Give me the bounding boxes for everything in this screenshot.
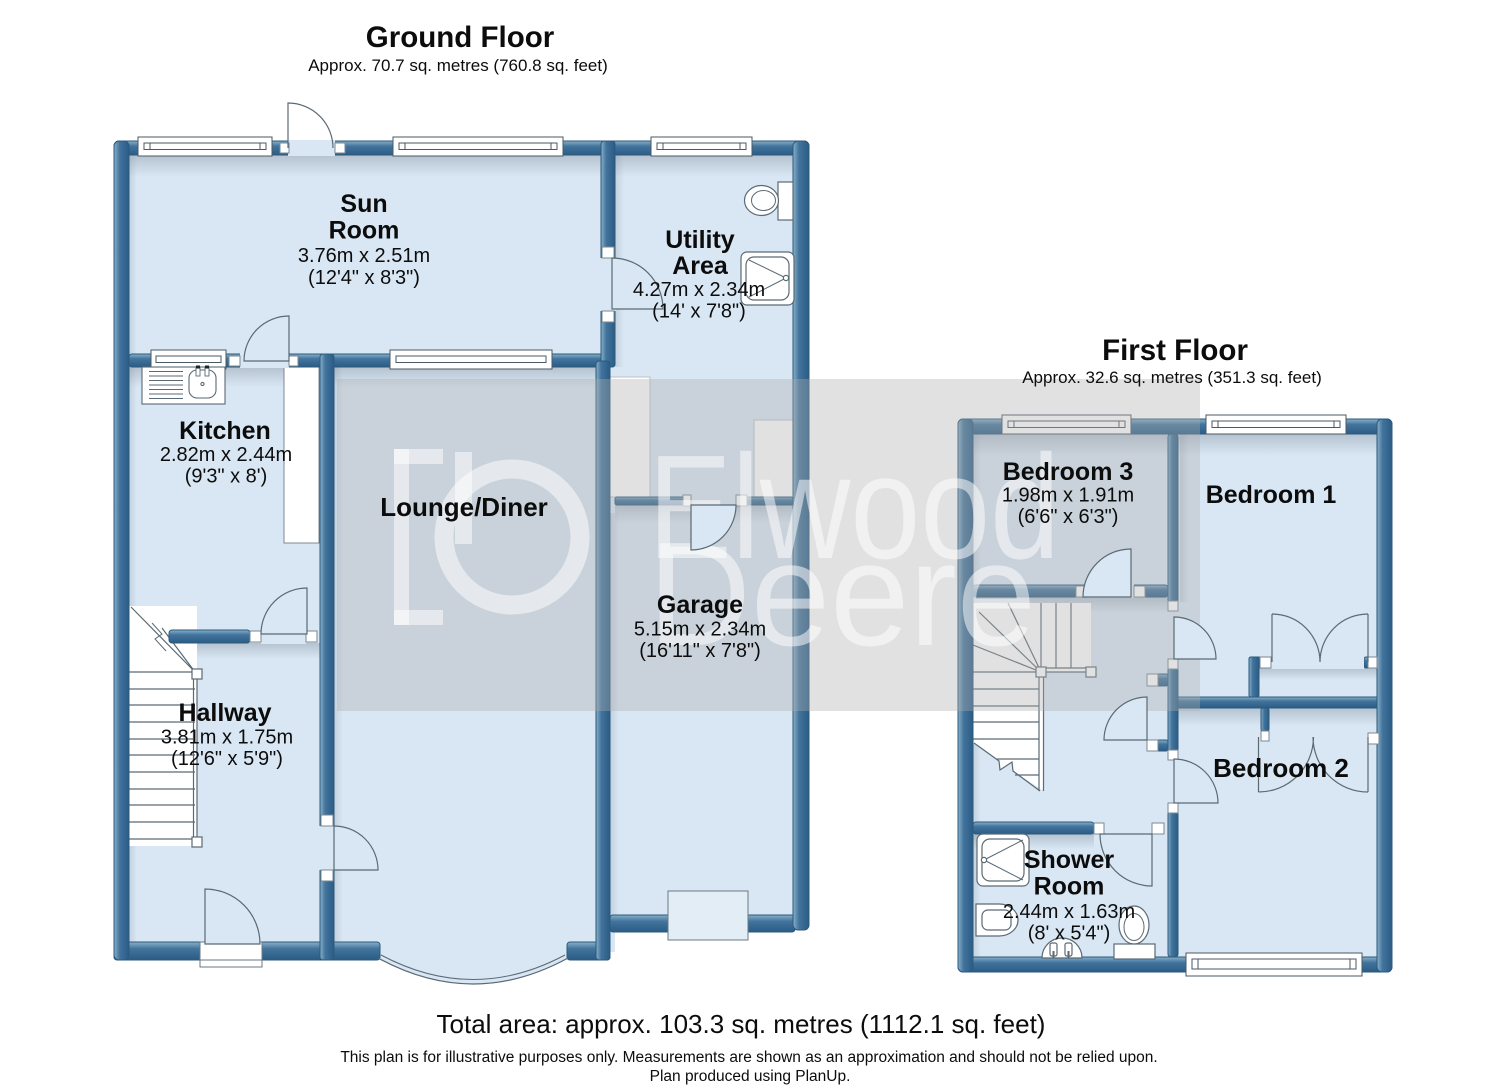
svg-text:(9'3" x 8'): (9'3" x 8') (185, 466, 268, 488)
svg-text:5.15m x 2.34m: 5.15m x 2.34m (634, 619, 766, 641)
svg-text:Room: Room (329, 217, 400, 245)
svg-text:(6'6" x 6'3"): (6'6" x 6'3") (1018, 506, 1119, 528)
svg-text:Sun: Sun (340, 190, 387, 218)
svg-text:Bedroom 2: Bedroom 2 (1213, 753, 1349, 783)
svg-text:(12'4" x 8'3"): (12'4" x 8'3") (308, 267, 420, 289)
svg-text:Kitchen: Kitchen (179, 417, 271, 445)
svg-text:4.27m x 2.34m: 4.27m x 2.34m (633, 279, 765, 301)
svg-text:Approx. 70.7 sq. metres (760.8: Approx. 70.7 sq. metres (760.8 sq. feet) (308, 56, 608, 75)
svg-text:Bedroom 1: Bedroom 1 (1206, 481, 1337, 509)
svg-text:Utility: Utility (665, 226, 735, 254)
svg-text:Hallway: Hallway (178, 699, 271, 727)
svg-text:3.76m x 2.51m: 3.76m x 2.51m (298, 245, 430, 267)
svg-text:First Floor: First Floor (1102, 334, 1248, 367)
svg-text:1.98m x 1.91m: 1.98m x 1.91m (1002, 485, 1134, 507)
svg-text:Lounge/Diner: Lounge/Diner (380, 492, 548, 522)
svg-text:Area: Area (672, 252, 729, 280)
svg-text:Ground Floor: Ground Floor (366, 21, 555, 54)
svg-text:Bedroom 3: Bedroom 3 (1003, 458, 1134, 486)
svg-text:2.44m x 1.63m: 2.44m x 1.63m (1003, 901, 1135, 923)
svg-text:3.81m x 1.75m: 3.81m x 1.75m (161, 727, 293, 749)
svg-text:(12'6" x 5'9"): (12'6" x 5'9") (171, 748, 283, 770)
svg-text:Total area: approx. 103.3 sq.: Total area: approx. 103.3 sq. metres (11… (437, 1009, 1046, 1039)
svg-text:(14' x 7'8"): (14' x 7'8") (652, 301, 746, 323)
svg-text:Garage: Garage (657, 591, 743, 619)
svg-text:(16'11" x 7'8"): (16'11" x 7'8") (639, 640, 761, 662)
svg-text:(8' x 5'4"): (8' x 5'4") (1028, 923, 1111, 945)
svg-text:Room: Room (1034, 873, 1105, 901)
svg-text:2.82m x 2.44m: 2.82m x 2.44m (160, 444, 292, 466)
svg-text:Shower: Shower (1024, 846, 1115, 874)
svg-text:Approx. 32.6 sq. metres (351.3: Approx. 32.6 sq. metres (351.3 sq. feet) (1022, 368, 1322, 387)
svg-text:This plan is for illustrative: This plan is for illustrative purposes o… (340, 1049, 1157, 1066)
svg-text:Plan produced using PlanUp.: Plan produced using PlanUp. (650, 1068, 851, 1085)
